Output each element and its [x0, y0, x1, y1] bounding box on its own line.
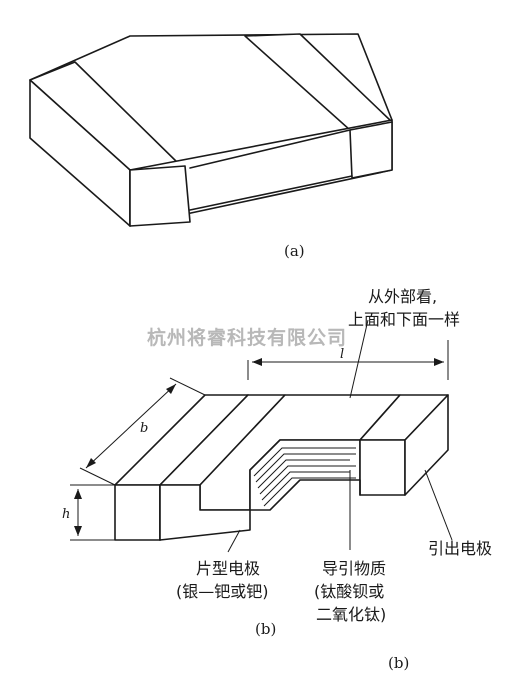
chip-b-drawing — [114, 394, 449, 541]
caption-b: (b) — [255, 620, 276, 638]
conductive-material-line-1: 导引物质 — [322, 559, 386, 578]
caption-a: (a) — [284, 242, 305, 260]
chip-a-drawing — [29, 33, 393, 227]
dimension-b-label: b — [140, 421, 148, 436]
watermark-text: 杭州将睿科技有限公司 — [147, 326, 347, 349]
dimension-b: b — [79, 377, 206, 486]
dimension-h-label: h — [62, 507, 70, 522]
outer-view-line-2: 上面和下面一样 — [348, 310, 460, 329]
chip-electrode-line-1: 片型电极 — [196, 559, 260, 578]
caption-b-bottom: (b) — [388, 654, 409, 672]
leader-lines — [227, 319, 453, 553]
outer-view-line-1: 从外部看, — [368, 287, 437, 306]
conductive-material-line-3: 二氧化钛) — [316, 605, 386, 624]
chip-electrode-line-2: (银—钯或钯) — [176, 582, 269, 601]
dimension-h: h — [62, 484, 115, 541]
conductive-material-line-2: (钛酸钡或 — [314, 582, 384, 601]
lead-electrode-label: 引出电极 — [428, 539, 492, 558]
dimension-l-label: l — [340, 347, 344, 362]
dimension-l: l — [247, 340, 449, 380]
